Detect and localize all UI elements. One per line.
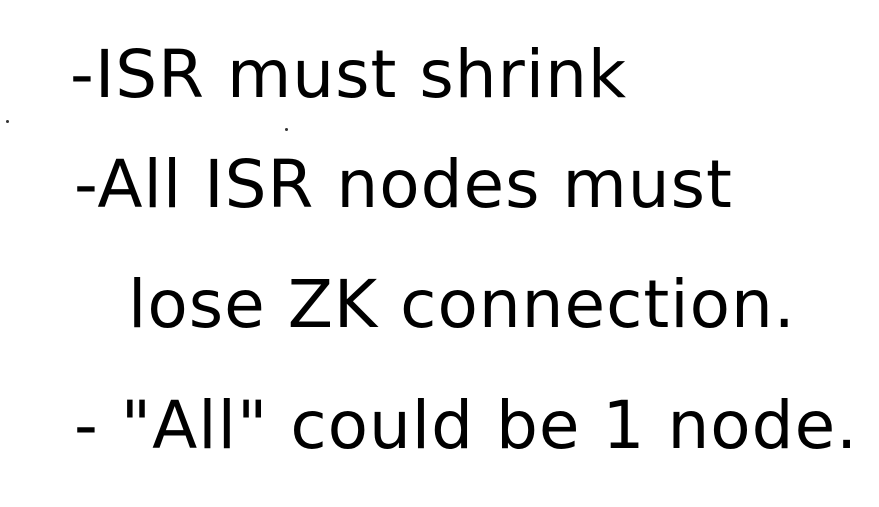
note-line-3: lose ZK connection. xyxy=(128,266,796,343)
ink-speck xyxy=(6,120,9,123)
note-line-4: - "All" could be 1 node. xyxy=(74,387,859,464)
note-line-2: -All ISR nodes must xyxy=(74,146,733,223)
note-line-1: -ISR must shrink xyxy=(70,36,628,113)
ink-speck xyxy=(285,128,288,131)
